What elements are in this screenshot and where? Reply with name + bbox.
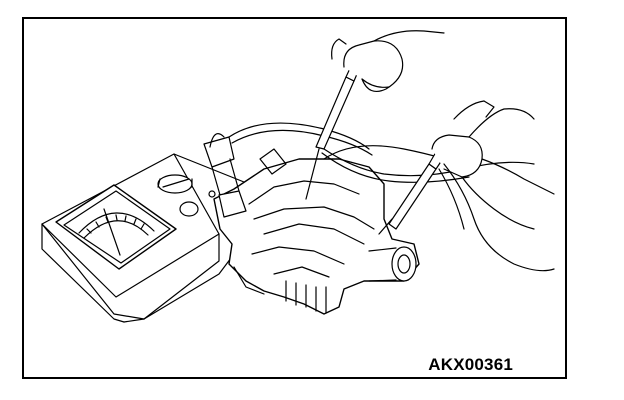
- sensor-unit: [203, 122, 475, 315]
- figure-frame: AKX00361: [22, 17, 567, 379]
- test-probe-right: [378, 100, 555, 272]
- figure-code-label: AKX00361: [428, 355, 513, 374]
- multimeter-probe-illustration: [41, 30, 555, 323]
- multimeter: [41, 153, 250, 323]
